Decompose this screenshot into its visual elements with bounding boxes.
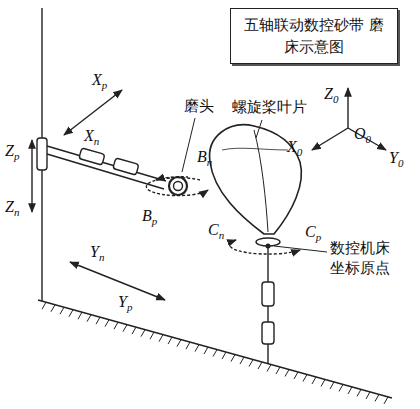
axis-label: Z0	[324, 84, 338, 106]
b-rotation-arrow	[146, 178, 208, 196]
axis-label: Zp	[5, 141, 19, 163]
hatch-tick	[150, 332, 154, 339]
hatch-tick	[204, 347, 208, 354]
slide-cylinder	[79, 148, 105, 165]
title-text: 五轴联动数控砂带 磨床示意图	[237, 14, 391, 58]
z-axis-arrow	[31, 140, 32, 212]
hatch-tick	[132, 327, 136, 334]
axis-label: X0	[287, 137, 302, 159]
cross-beam	[47, 154, 164, 189]
slide-cylinder	[262, 322, 274, 344]
axis-label: Cp	[305, 222, 321, 244]
hatch-tick	[240, 357, 244, 364]
hatch-tick	[231, 355, 235, 362]
axis-label: Y0	[389, 148, 403, 170]
x0-axis	[312, 128, 348, 150]
slide-cylinder	[37, 138, 47, 170]
title-box: 五轴联动数控砂带 磨床示意图	[230, 8, 398, 64]
hatch-tick	[294, 372, 298, 379]
leader-line	[274, 246, 327, 252]
origin-dot	[266, 244, 270, 248]
y-axis-arrow	[70, 262, 165, 300]
part-label: 磨头	[184, 97, 214, 115]
axis-label: Zn	[5, 197, 19, 219]
propeller-blade	[210, 125, 302, 234]
hatch-tick	[303, 374, 307, 381]
axis-label: Xn	[84, 126, 99, 148]
axis-label: Bp	[142, 206, 157, 228]
grinding-head	[169, 177, 187, 195]
slide-cylinder	[262, 282, 274, 306]
hatch-tick	[366, 392, 370, 399]
hatch-tick	[222, 352, 226, 359]
hatch-tick	[60, 307, 64, 314]
hatch-tick	[348, 387, 352, 394]
hatch-tick	[276, 367, 280, 374]
hatch-tick	[285, 369, 289, 376]
axis-label: O0	[354, 124, 371, 146]
slide-cylinder	[113, 158, 139, 175]
hatch-tick	[330, 382, 334, 389]
hatch-tick	[312, 377, 316, 384]
b-rotation-arrow	[156, 177, 188, 180]
hatch-tick	[321, 379, 325, 386]
hatch-tick	[159, 335, 163, 342]
axis-label: Yn	[90, 242, 104, 264]
hatch-tick	[96, 317, 100, 324]
axis-label: Yp	[118, 292, 132, 314]
c-rotation-arrow	[230, 240, 300, 254]
axis-label: Bn	[197, 147, 212, 169]
blade-line	[222, 148, 288, 150]
hatch-tick	[384, 397, 388, 404]
hatch-tick	[375, 394, 379, 401]
z0-axis	[347, 88, 348, 128]
hatch-tick	[105, 320, 109, 327]
hatch-tick	[78, 312, 82, 319]
hatch-tick	[42, 302, 46, 309]
part-label: 螺旋桨叶片	[232, 98, 307, 116]
hatch-tick	[213, 350, 217, 357]
hatch-tick	[249, 360, 253, 367]
hatch-tick	[186, 342, 190, 349]
axis-label: Xp	[92, 70, 107, 92]
machine-bed	[38, 300, 392, 398]
grinding-head	[174, 182, 183, 191]
hatch-tick	[114, 322, 118, 329]
hatch-tick	[339, 384, 343, 391]
hatch-tick	[177, 340, 181, 347]
axis-label: Cn	[208, 220, 224, 242]
hatch-tick	[168, 337, 172, 344]
hatch-tick	[141, 330, 145, 337]
part-label: 数控机床 坐标原点	[330, 238, 394, 279]
y0-axis	[348, 128, 386, 150]
hatch-tick	[123, 325, 127, 332]
cross-beam	[47, 146, 166, 181]
leader-line	[182, 118, 195, 172]
leader-line	[256, 120, 262, 138]
hatch-tick	[357, 389, 361, 396]
hatch-tick	[195, 345, 199, 352]
blade-line	[254, 130, 268, 232]
hatch-tick	[267, 365, 271, 372]
hatch-tick	[258, 362, 262, 369]
hatch-tick	[51, 305, 55, 312]
hatch-tick	[69, 310, 73, 317]
ground-hatch	[42, 302, 388, 404]
hatch-tick	[87, 315, 91, 322]
